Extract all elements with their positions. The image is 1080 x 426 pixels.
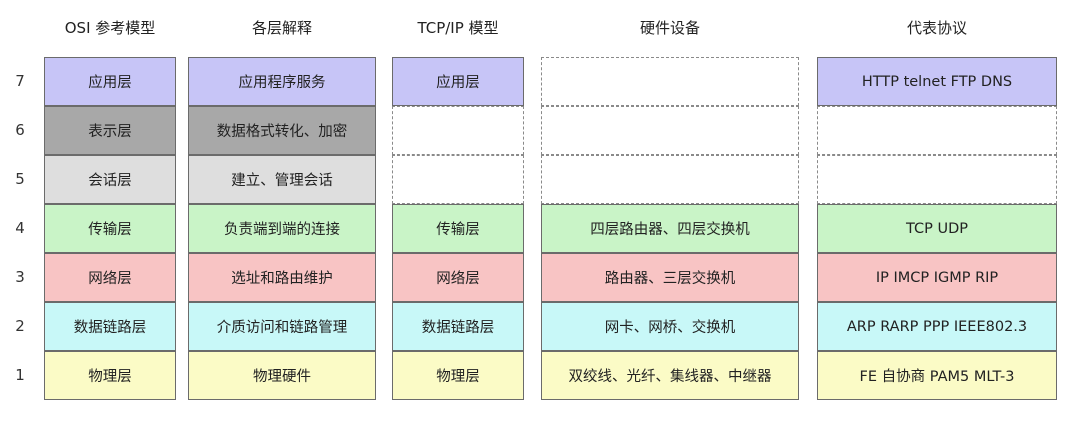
header-protocols: 代表协议	[906, 19, 967, 37]
protocol-cell: IP IMCP IGMP RIP	[817, 253, 1057, 302]
description-cell: 介质访问和链路管理	[188, 302, 376, 351]
hardware-cell: 路由器、三层交换机	[541, 253, 799, 302]
layer-number: 7	[15, 72, 25, 90]
layer-number: 3	[15, 268, 25, 286]
osi-layer-cell: 表示层	[44, 106, 176, 155]
protocol-cell: TCP UDP	[817, 204, 1057, 253]
hardware-cell-empty	[541, 57, 799, 106]
osi-layer-cell: 数据链路层	[44, 302, 176, 351]
tcpip-layer-cell-empty	[392, 106, 524, 155]
hardware-cell-empty	[541, 106, 799, 155]
description-cell: 负责端到端的连接	[188, 204, 376, 253]
osi-layer-cell: 传输层	[44, 204, 176, 253]
osi-layer-cell: 会话层	[44, 155, 176, 204]
hardware-cell: 网卡、网桥、交换机	[541, 302, 799, 351]
description-cell: 选址和路由维护	[188, 253, 376, 302]
osi-layer-cell: 物理层	[44, 351, 176, 400]
tcpip-layer-cell-empty	[392, 155, 524, 204]
header-layer-description: 各层解释	[251, 19, 312, 37]
layer-number: 6	[15, 121, 25, 139]
description-cell: 物理硬件	[188, 351, 376, 400]
tcpip-layer-cell: 数据链路层	[392, 302, 524, 351]
layer-number: 5	[15, 170, 25, 188]
protocol-cell-empty	[817, 106, 1057, 155]
hardware-cell-empty	[541, 155, 799, 204]
header-tcpip-model: TCP/IP 模型	[417, 19, 499, 37]
tcpip-layer-cell: 物理层	[392, 351, 524, 400]
hardware-cell: 四层路由器、四层交换机	[541, 204, 799, 253]
header-osi-model: OSI 参考模型	[64, 19, 156, 37]
protocol-cell-empty	[817, 155, 1057, 204]
layer-number: 1	[15, 366, 25, 384]
tcpip-layer-cell: 网络层	[392, 253, 524, 302]
header-hardware-devices: 硬件设备	[639, 19, 700, 37]
osi-layer-cell: 网络层	[44, 253, 176, 302]
description-cell: 应用程序服务	[188, 57, 376, 106]
protocol-cell: FE 自协商 PAM5 MLT-3	[817, 351, 1057, 400]
hardware-cell: 双绞线、光纤、集线器、中继器	[541, 351, 799, 400]
layer-number: 2	[15, 317, 25, 335]
osi-layer-cell: 应用层	[44, 57, 176, 106]
description-cell: 建立、管理会话	[188, 155, 376, 204]
protocol-cell: ARP RARP PPP IEEE802.3	[817, 302, 1057, 351]
protocol-cell: HTTP telnet FTP DNS	[817, 57, 1057, 106]
tcpip-layer-cell: 应用层	[392, 57, 524, 106]
description-cell: 数据格式转化、加密	[188, 106, 376, 155]
layer-number: 4	[15, 219, 25, 237]
tcpip-layer-cell: 传输层	[392, 204, 524, 253]
